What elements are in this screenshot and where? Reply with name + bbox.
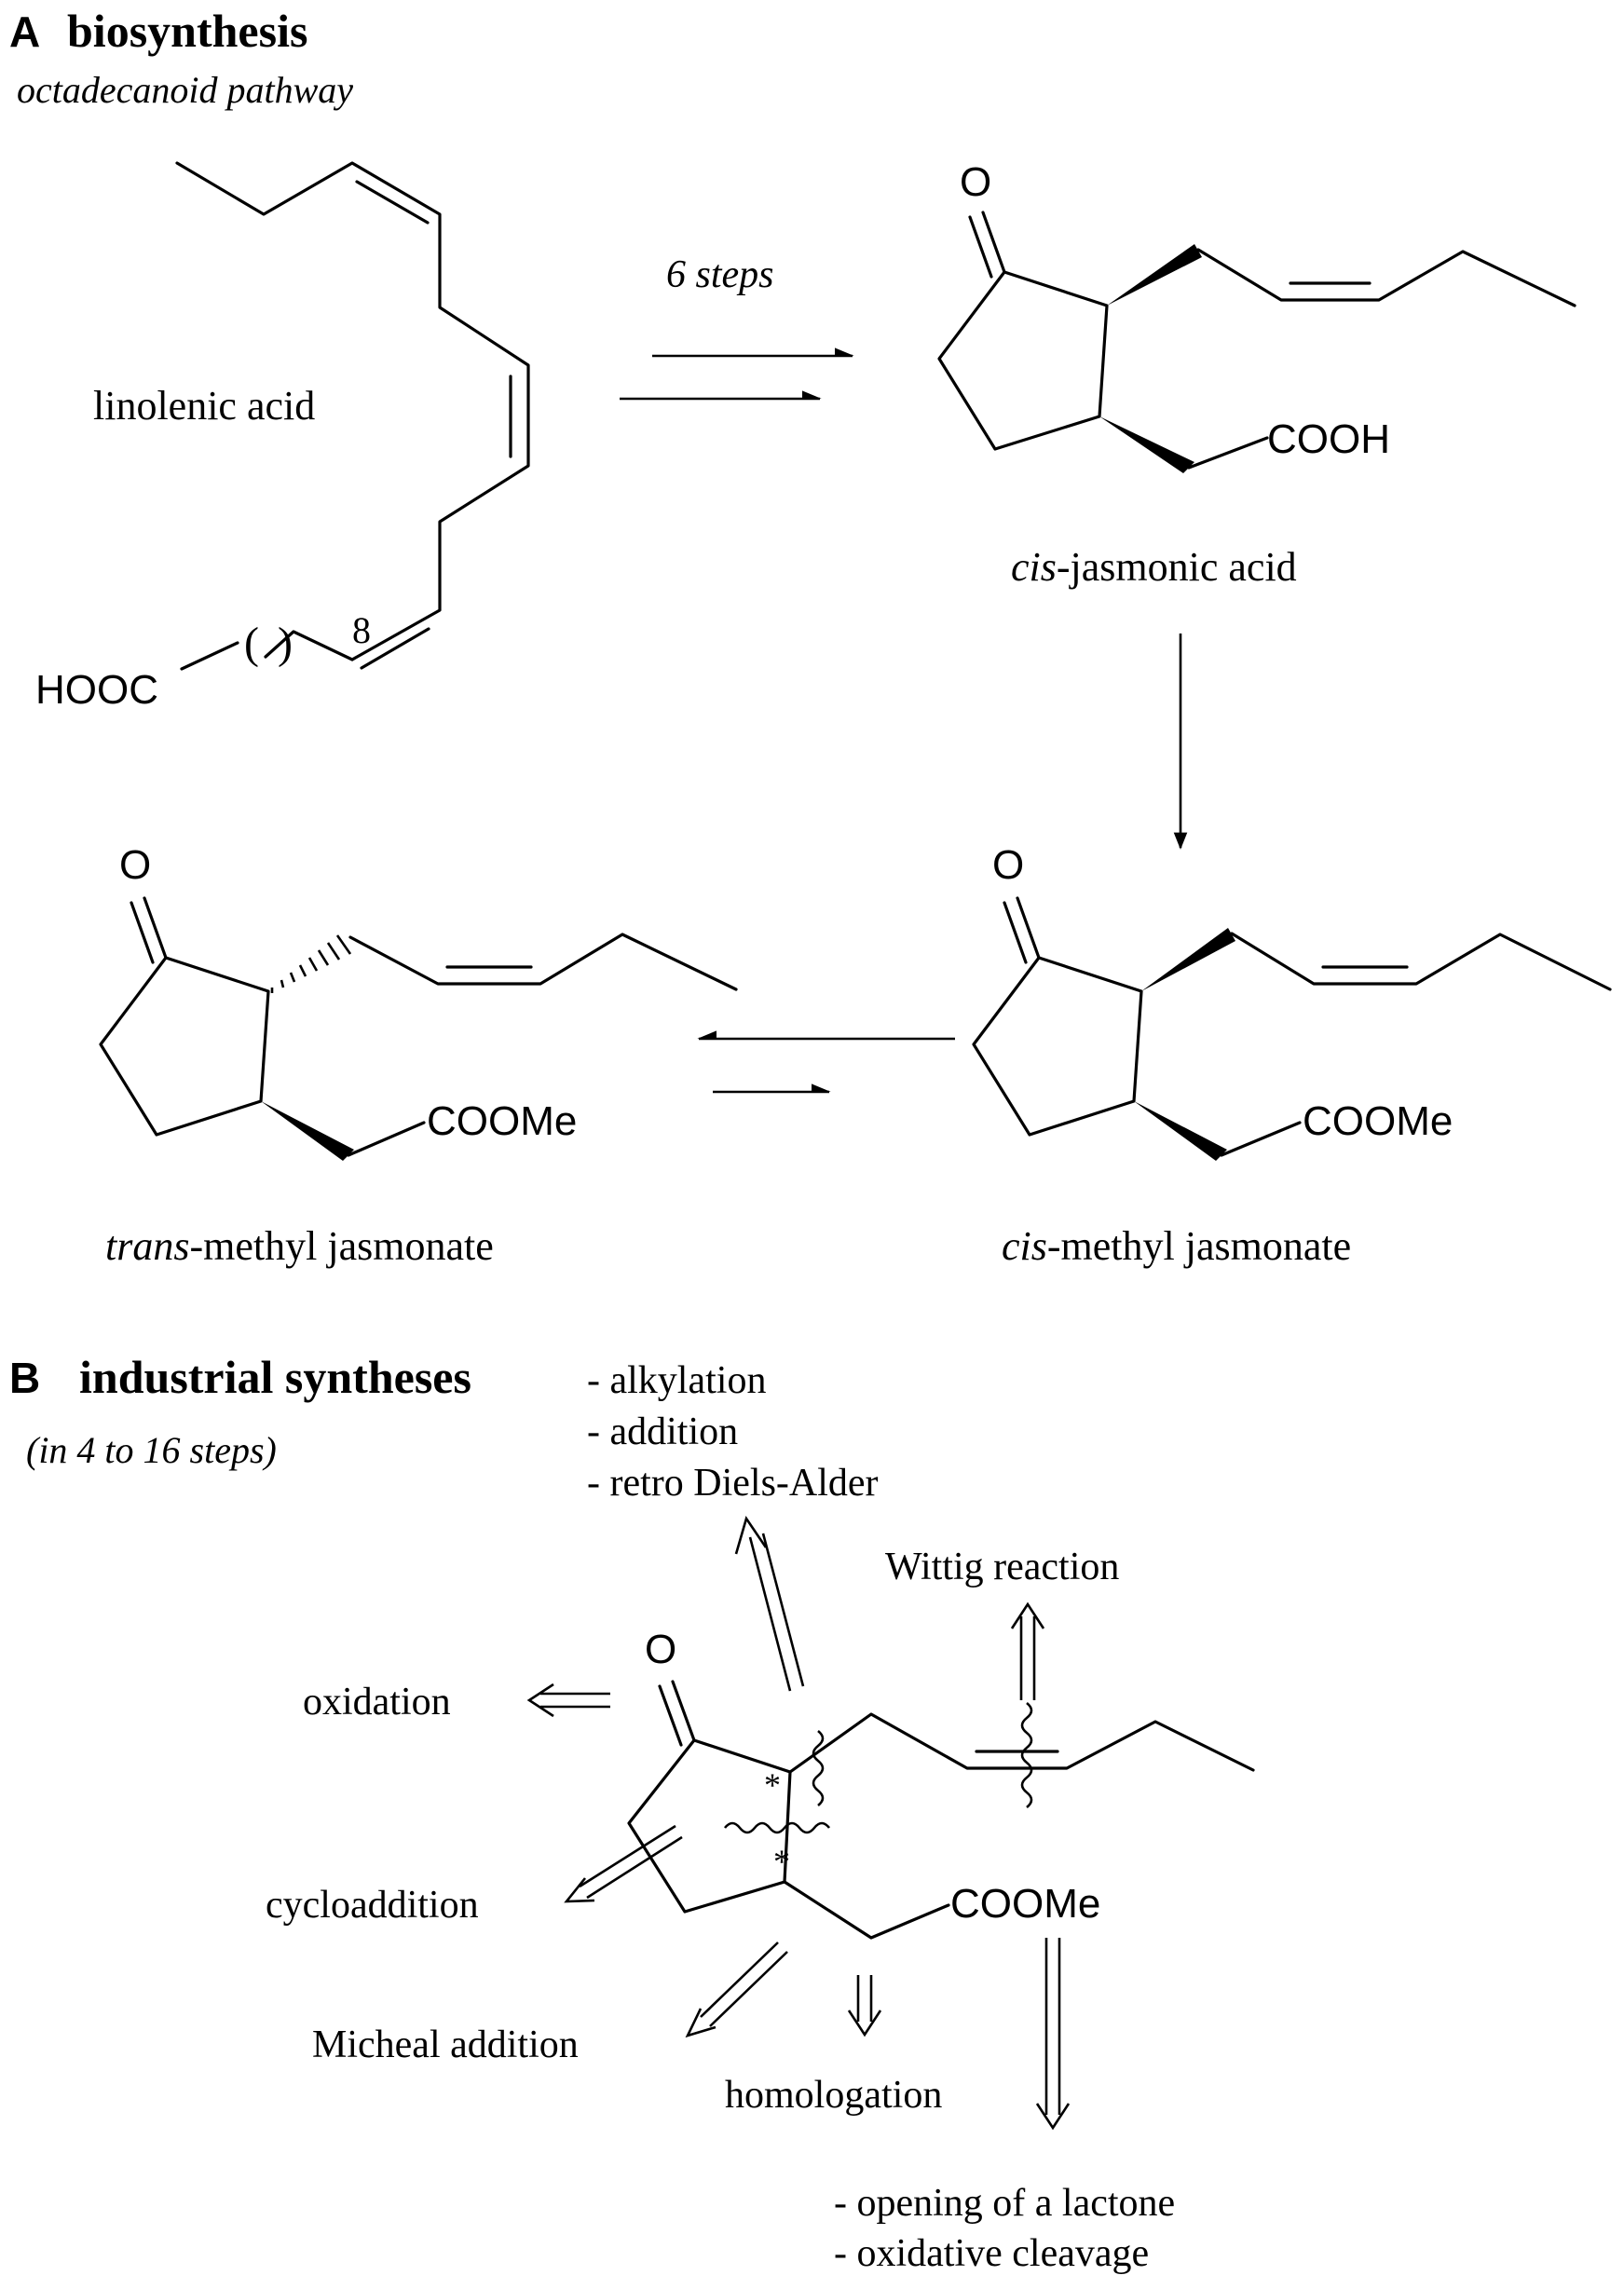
- hooc-label: HOOC: [35, 667, 158, 713]
- wavy-disconnections: [723, 1701, 1033, 1834]
- section-b-subtitle: (in 4 to 16 steps): [26, 1429, 277, 1471]
- top-list-item: - retro Diels-Alder: [587, 1462, 879, 1505]
- wittig-label: Wittig reaction: [885, 1546, 1119, 1588]
- section-a-letter: A: [9, 7, 40, 56]
- cis-methyl-jasmonate-label: cis-methyl jasmonate: [1002, 1223, 1351, 1269]
- hashed-wedge: [270, 934, 352, 993]
- trans-mj-rest: -methyl jasmonate: [189, 1223, 493, 1269]
- jasmonic-acid-rest: -jasmonic acid: [1057, 544, 1297, 590]
- equilibrium-arrows: [697, 1030, 955, 1094]
- repeat-paren-close: ): [278, 619, 293, 668]
- bottom-list-item: - opening of a lactone: [834, 2182, 1175, 2225]
- coome-retro-label: COOMe: [950, 1881, 1100, 1927]
- cooh-label: COOH: [1267, 416, 1390, 462]
- trans-mj-prefix: trans: [105, 1223, 189, 1269]
- top-list-item: - addition: [587, 1410, 738, 1453]
- retro-arrow-lactone: [1035, 1938, 1071, 2131]
- cis-mj-rest: -methyl jasmonate: [1047, 1223, 1351, 1269]
- retro-arrow-cycloaddition: [564, 1824, 683, 1903]
- six-steps-arrow: 6 steps: [620, 253, 854, 401]
- homologation-label: homologation: [725, 2074, 942, 2117]
- oxygen-retro: O: [645, 1627, 676, 1672]
- micheal-label: Micheal addition: [312, 2023, 579, 2066]
- stereocenter-mark: *: [764, 1766, 781, 1804]
- section-a-title: biosynthesis: [67, 5, 307, 57]
- oxidation-label: oxidation: [303, 1681, 451, 1724]
- coome-trans-label: COOMe: [427, 1098, 577, 1144]
- methyl-jasmonate-retro-structure: O COOMe * *: [627, 1627, 1255, 1940]
- bottom-disconnection-list: - opening of a lactone - oxidative cleav…: [834, 2182, 1175, 2275]
- coome-cis-label: COOMe: [1303, 1098, 1453, 1144]
- section-b-title: industrial syntheses: [79, 1351, 471, 1403]
- trans-methyl-jasmonate-structure: O COOMe: [99, 842, 738, 1161]
- cis-jasmonic-acid-structure: O COOH: [937, 159, 1576, 473]
- section-a-subtitle: octadecanoid pathway: [17, 69, 353, 111]
- repeat-count: 8: [352, 609, 371, 651]
- linolenic-acid-structure: ( ) 8 HOOC: [35, 161, 530, 713]
- linolenic-acid-label: linolenic acid: [93, 383, 315, 429]
- six-steps-label: 6 steps: [666, 253, 774, 296]
- retro-arrow-micheal: [685, 1942, 788, 2038]
- oxygen-trans-mj: O: [119, 842, 151, 888]
- retro-arrow-wittig: [1010, 1601, 1045, 1700]
- section-b-header: B industrial syntheses (in 4 to 16 steps…: [9, 1351, 471, 1471]
- section-b-letter: B: [9, 1354, 40, 1402]
- top-list-item: - alkylation: [587, 1359, 766, 1402]
- retro-arrow-homologation: [847, 1975, 882, 2037]
- oxygen-cis-mj: O: [992, 842, 1024, 888]
- oxygen-cis-ja: O: [960, 159, 991, 205]
- retro-arrow-alkylation: [734, 1515, 805, 1692]
- cis-methyl-jasmonate-structure: O COOMe: [972, 842, 1612, 1161]
- section-a-header: A biosynthesis octadecanoid pathway: [9, 5, 353, 111]
- bottom-list-item: - oxidative cleavage: [834, 2232, 1149, 2275]
- stereocenter-mark: *: [773, 1843, 790, 1880]
- cis-mj-prefix: cis: [1002, 1223, 1047, 1269]
- retro-arrow-oxidation: [526, 1683, 610, 1718]
- cis-prefix: cis: [1011, 544, 1057, 590]
- trans-methyl-jasmonate-label: trans-methyl jasmonate: [105, 1223, 494, 1269]
- retro-arrows: [526, 1515, 1071, 2131]
- top-disconnection-list: - alkylation - addition - retro Diels-Al…: [587, 1359, 879, 1505]
- cis-jasmonic-acid-label: cis-jasmonic acid: [1011, 544, 1297, 590]
- repeat-paren-open: (: [244, 619, 259, 668]
- cycloaddition-label: cycloaddition: [266, 1884, 479, 1927]
